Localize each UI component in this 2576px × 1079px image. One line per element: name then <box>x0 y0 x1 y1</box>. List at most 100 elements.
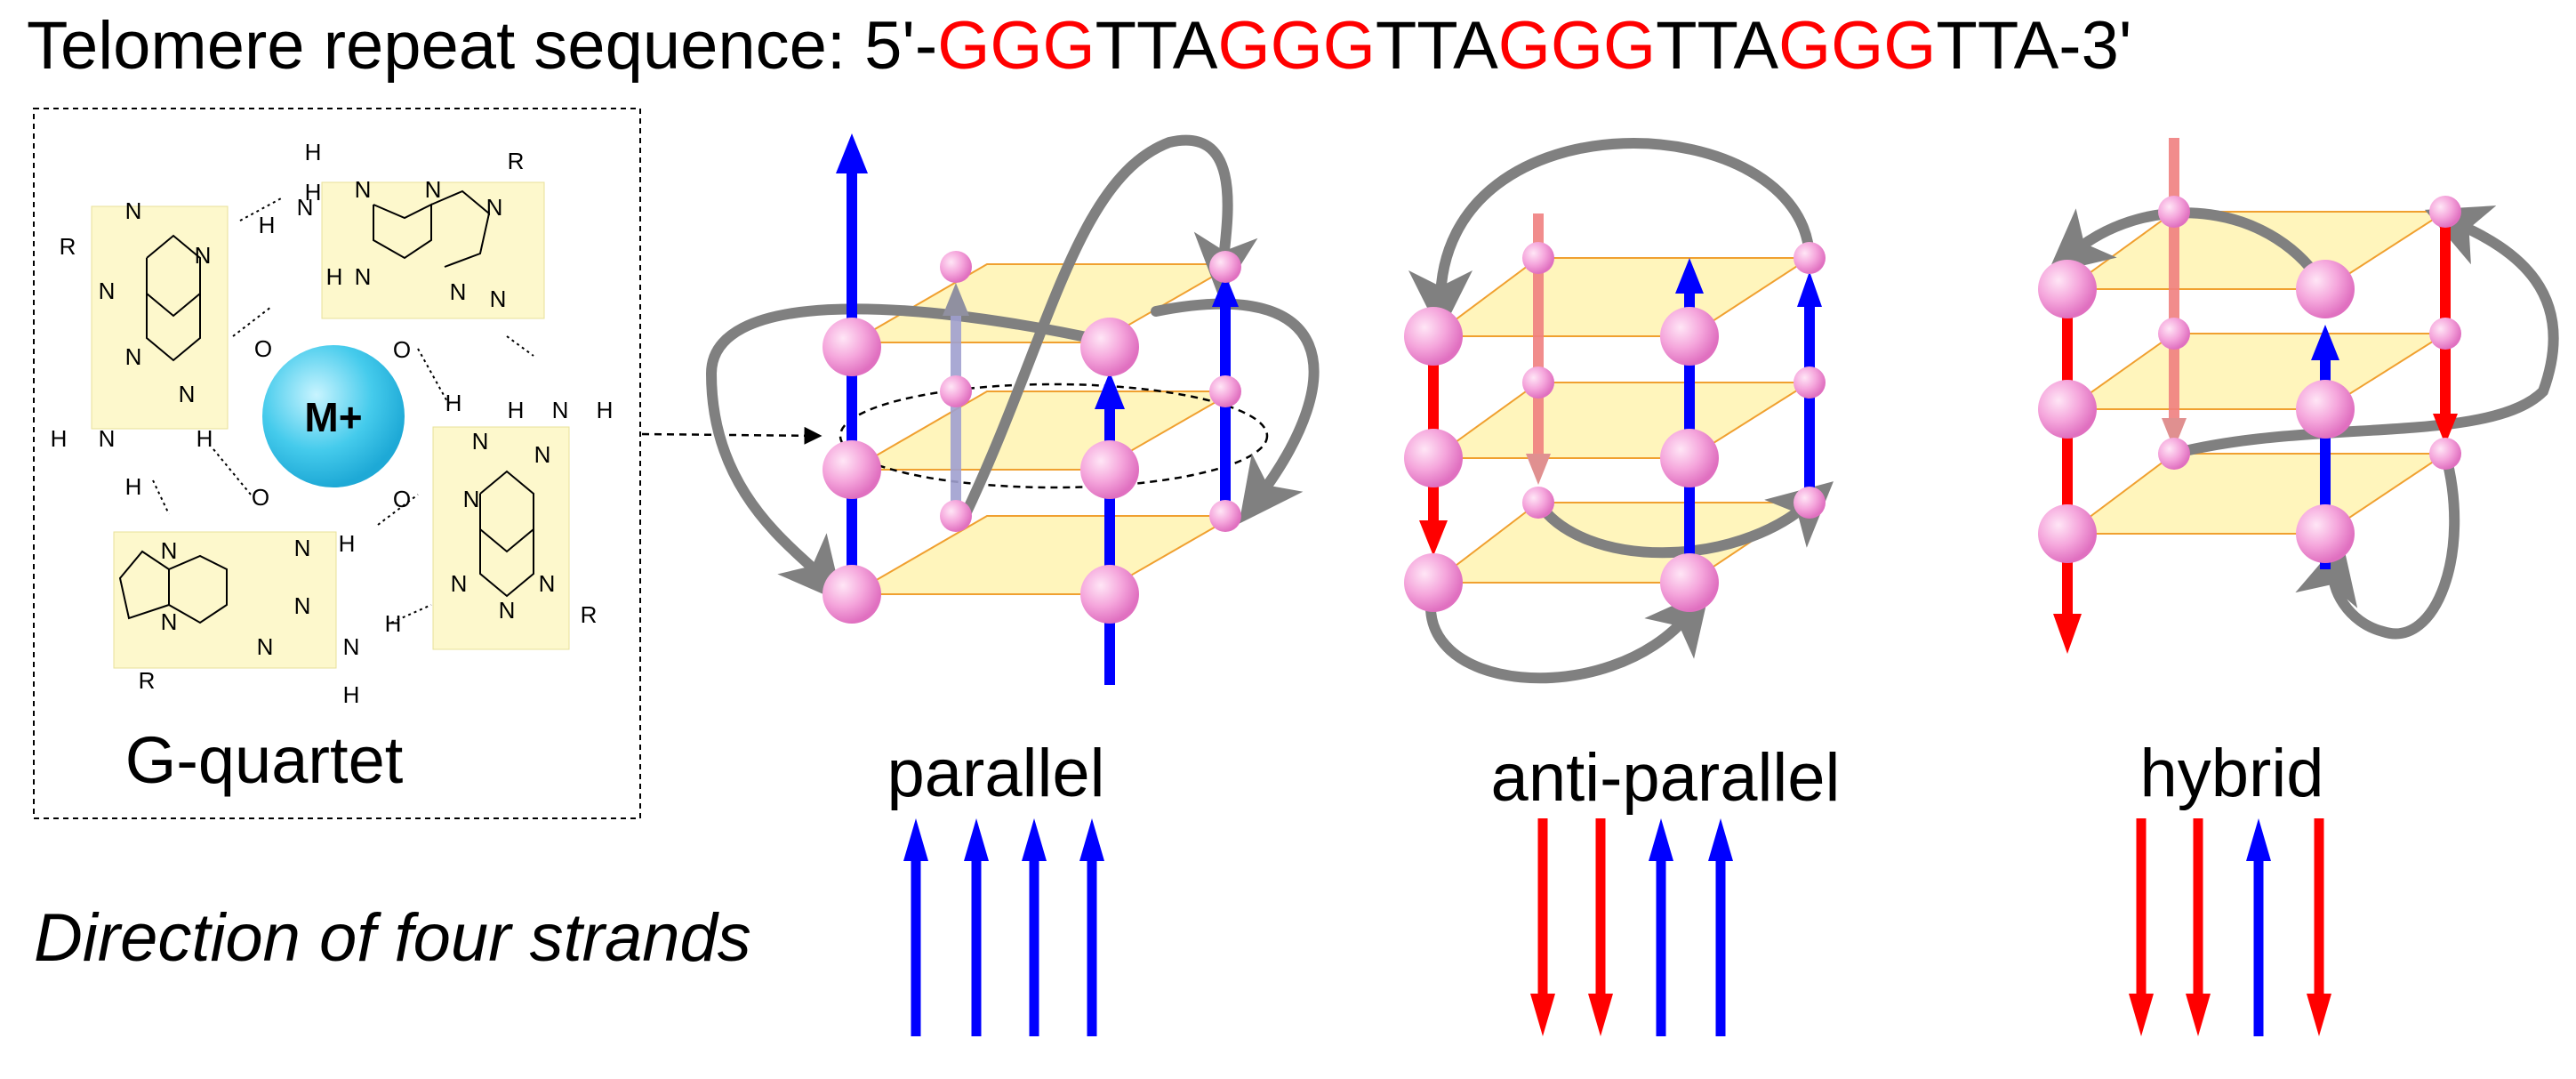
parallel-structure <box>705 133 1320 685</box>
atom-n: N <box>257 633 274 660</box>
direction-arrow-head <box>1649 818 1673 861</box>
direction-arrow-head <box>1588 994 1613 1036</box>
atom-h: H <box>343 681 360 708</box>
atom-h: H <box>508 397 525 423</box>
atom-o: O <box>252 484 269 511</box>
atom-h: H <box>51 425 68 452</box>
antiparallel-loops <box>1408 138 1834 684</box>
atom-h: H <box>445 390 462 416</box>
atom-n: N <box>125 343 142 370</box>
seq-seg: GGG <box>1497 8 1657 84</box>
atom-h: H <box>385 610 402 637</box>
atom-h: H <box>597 397 614 423</box>
atom-n: N <box>539 570 556 597</box>
atom-n: N <box>294 592 311 619</box>
atom-h: H <box>197 425 213 452</box>
atom-n: N <box>125 197 142 224</box>
g-quartet-panel: N N N R O N N N H H H H N H H N N N R N … <box>33 108 641 819</box>
atom-n: N <box>195 242 212 269</box>
seq-seg: GGG <box>1778 8 1937 84</box>
antiparallel-structure <box>1404 138 1834 684</box>
atom-h: H <box>305 179 322 205</box>
direction-arrow-head <box>2307 994 2331 1036</box>
seq-seg: 5'- <box>864 8 938 84</box>
quartet-pointer-arrow <box>641 426 823 445</box>
atom-h: H <box>326 263 343 290</box>
atom-o: O <box>393 486 411 512</box>
atom-n: N <box>534 441 551 468</box>
guanine-box-bottom <box>113 531 337 669</box>
seq-seg: GGG <box>937 8 1095 84</box>
topology-label-parallel: parallel <box>887 736 1104 811</box>
topology-label-antiparallel: anti-parallel <box>1491 740 1841 816</box>
atom-n: N <box>490 286 507 312</box>
atom-n: N <box>450 278 467 305</box>
quartet-highlight-ellipse <box>839 382 1269 489</box>
hybrid-structure <box>2038 138 2559 654</box>
atom-n: N <box>472 428 489 455</box>
atom-n: N <box>297 194 314 221</box>
atom-r: R <box>139 667 156 694</box>
atom-r: R <box>60 233 76 260</box>
direction-arrow-head <box>903 818 928 861</box>
topology-label-hybrid: hybrid <box>2140 736 2324 811</box>
atom-o: O <box>254 335 272 362</box>
antiparallel-spheres <box>1404 242 1826 612</box>
direction-caption: Direction of four strands <box>34 900 751 976</box>
hybrid-plates <box>2064 211 2449 535</box>
atom-h: H <box>259 212 276 238</box>
atom-n: N <box>161 608 178 635</box>
seq-seg: TTA <box>1656 8 1779 84</box>
seq-seg: TTA <box>1095 8 1218 84</box>
direction-arrow-head <box>1708 818 1733 861</box>
atom-n: N <box>343 633 360 660</box>
direction-arrows-antiparallel <box>1530 818 1733 1036</box>
direction-arrows-hybrid <box>2129 818 2331 1036</box>
direction-arrow-head <box>2129 994 2154 1036</box>
atom-h: H <box>125 473 142 500</box>
atom-n: N <box>99 278 116 304</box>
seq-seg: TTA <box>1375 8 1498 84</box>
direction-arrow-head <box>1530 994 1555 1036</box>
atom-n: N <box>355 263 372 290</box>
hybrid-spheres <box>2038 196 2461 563</box>
atom-n: N <box>179 381 196 407</box>
atom-n: N <box>451 570 468 597</box>
atom-n: N <box>355 176 372 203</box>
atom-n: N <box>499 597 516 624</box>
sequence-title: Telomere repeat sequence: 5'-GGGTTAGGGTT… <box>27 7 2131 85</box>
direction-arrow-head <box>964 818 989 861</box>
direction-arrow-head <box>2186 994 2211 1036</box>
ion-label: M+ <box>304 394 362 440</box>
direction-arrows-parallel <box>903 818 1104 1036</box>
direction-arrow-head <box>1022 818 1047 861</box>
g-quartet-caption: G-quartet <box>125 723 404 797</box>
atom-n: N <box>294 535 311 561</box>
parallel-spheres <box>823 251 1241 624</box>
atom-r: R <box>581 601 598 628</box>
quartet-frame <box>33 108 641 819</box>
atom-n: N <box>463 486 480 512</box>
atom-o: O <box>393 336 411 363</box>
hydrogen-bonds <box>152 197 534 624</box>
metal-ion <box>262 345 405 487</box>
atom-h: H <box>339 530 356 557</box>
seq-seg: TTA-3' <box>1936 8 2132 84</box>
guanine-box-top <box>321 181 545 319</box>
guanine-box-left <box>91 205 229 430</box>
atom-h: H <box>305 139 322 165</box>
atom-labels: N N N R O N N N H H H H N H H N N N R N … <box>51 139 614 708</box>
guanine-bonds <box>118 189 534 624</box>
hybrid-loops <box>2047 205 2559 640</box>
direction-arrow-head <box>2246 818 2271 861</box>
atom-n: N <box>161 537 178 564</box>
atom-n: N <box>486 194 503 221</box>
atom-r: R <box>508 148 525 174</box>
sequence-title-prefix: Telomere repeat sequence: <box>27 8 865 84</box>
atom-n: N <box>99 425 116 452</box>
direction-arrow-head <box>1079 818 1104 861</box>
seq-seg: GGG <box>1217 8 1376 84</box>
guanine-box-right <box>432 426 570 650</box>
atom-n: N <box>425 176 442 203</box>
